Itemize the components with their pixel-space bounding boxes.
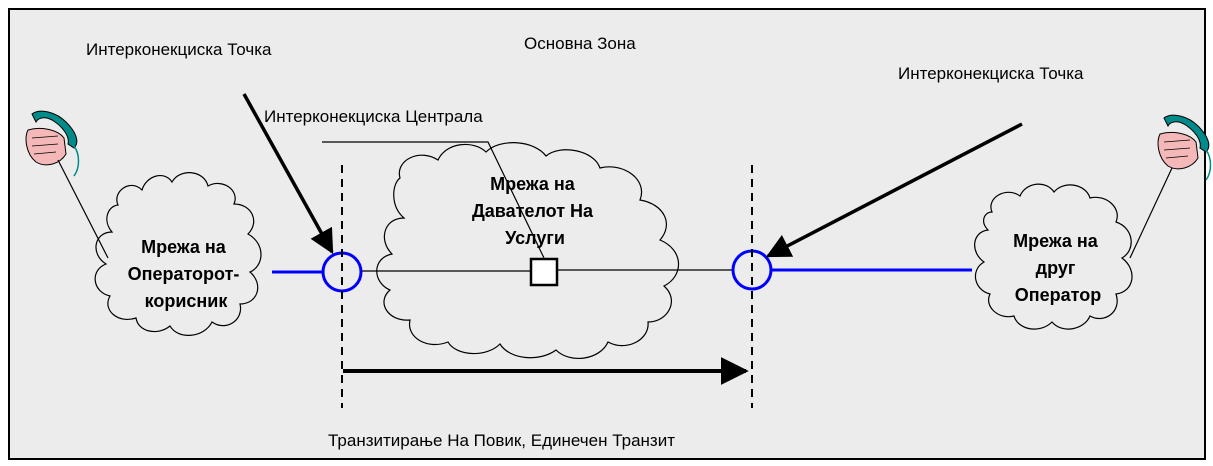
center-cloud-label: Мрежа на Давателот На Услуги (472, 174, 598, 248)
left-operator-cloud (94, 172, 262, 336)
interconnection-exchange-label: Интерконекциска Централа (264, 107, 483, 126)
main-zone-label: Основна Зона (524, 34, 636, 53)
transit-caption: Транзитирање На Повик, Единечен Транзит (328, 431, 675, 450)
other-operator-cloud (974, 183, 1133, 330)
telephone-hand-icon-left (25, 110, 80, 177)
left-cloud-label: Мрежа на Операторот- корисник (128, 237, 245, 311)
right-phone-line (1129, 167, 1173, 259)
left-point-arrow (242, 93, 334, 255)
interconnection-exchange-node (529, 257, 559, 287)
left-phone-line (57, 159, 109, 259)
service-provider-cloud (376, 142, 680, 359)
interconnection-point-left-label: Интерконекциска Точка (86, 40, 272, 59)
right-point-arrow (765, 122, 1023, 258)
telephone-hand-icon-right (1157, 114, 1212, 181)
right-cloud-label: Мрежа на друг Оператор (1013, 231, 1103, 305)
interconnection-point-right-label: Интерконекциска Точка (898, 64, 1084, 83)
diagram-background (8, 8, 1206, 460)
exchange-leader-line (322, 141, 545, 259)
